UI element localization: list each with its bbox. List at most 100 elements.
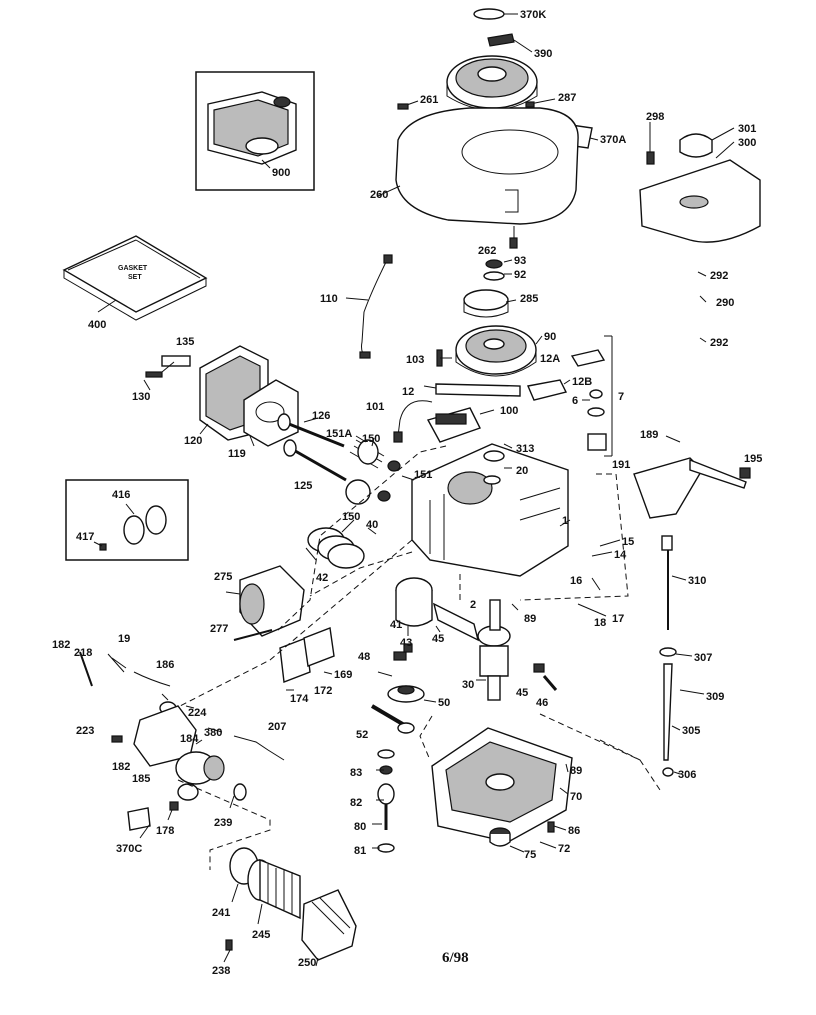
- callout-292-top: 292: [710, 270, 728, 282]
- callout-75: 75: [524, 849, 536, 861]
- callout-416: 416: [112, 489, 130, 501]
- callout-89-upper: 89: [524, 613, 536, 625]
- gasket-label-line2: SET: [128, 274, 142, 281]
- callout-18: 18: [594, 617, 606, 629]
- engine-thumbnail-box: [195, 71, 315, 191]
- callout-120: 120: [184, 435, 202, 447]
- callout-89-lower: 89: [570, 765, 582, 777]
- 245-air-filter: [247, 858, 301, 920]
- callout-182-top: 182: [52, 639, 70, 651]
- callout-185: 185: [132, 773, 150, 785]
- callout-370k: 370K: [520, 9, 546, 21]
- callout-290: 290: [716, 297, 734, 309]
- callout-125: 125: [294, 480, 312, 492]
- callout-189: 189: [640, 429, 658, 441]
- callout-298: 298: [646, 111, 664, 123]
- callout-305: 305: [682, 725, 700, 737]
- callout-92: 92: [514, 269, 526, 281]
- callout-135: 135: [176, 336, 194, 348]
- callout-277: 277: [210, 623, 228, 635]
- callout-390: 390: [534, 48, 552, 60]
- callout-50: 50: [438, 697, 450, 709]
- 261-screw: [397, 103, 409, 110]
- callout-30: 30: [462, 679, 474, 691]
- callout-83: 83: [350, 767, 362, 779]
- callout-43: 43: [400, 637, 412, 649]
- callout-223: 223: [76, 725, 94, 737]
- callout-261: 261: [420, 94, 438, 106]
- callout-6: 6: [572, 395, 578, 407]
- 285-starter-cup: [463, 289, 509, 318]
- callout-245: 245: [252, 929, 270, 941]
- 301-fuel-cap: [679, 133, 713, 158]
- callout-313: 313: [516, 443, 534, 455]
- 260-blower-housing: [395, 107, 579, 225]
- 390-starter-handle: [487, 33, 515, 47]
- 370k-cap: [473, 8, 505, 20]
- callout-224: 224: [188, 707, 207, 719]
- 50-governor-gear: [387, 685, 425, 703]
- callout-70: 70: [570, 791, 582, 803]
- callout-103: 103: [406, 354, 424, 366]
- callout-7: 7: [618, 391, 624, 403]
- callout-151: 151: [414, 469, 432, 481]
- callout-42: 42: [316, 572, 328, 584]
- callout-207: 207: [268, 721, 286, 733]
- callout-130: 130: [132, 391, 150, 403]
- leader-lines: [93, 271, 707, 967]
- 12a-breather-elbow: [570, 349, 606, 367]
- callout-41: 41: [390, 619, 402, 631]
- callout-14: 14: [614, 549, 627, 561]
- callout-151a: 151A: [326, 428, 352, 440]
- callout-260: 260: [370, 189, 388, 201]
- callout-80: 80: [354, 821, 366, 833]
- callout-48: 48: [358, 651, 370, 663]
- callout-119: 119: [228, 448, 246, 460]
- callout-195: 195: [744, 453, 762, 465]
- callout-90: 90: [544, 331, 556, 343]
- 191-governor-bracket: [633, 457, 747, 519]
- callout-46: 46: [536, 697, 548, 709]
- 275-muffler: [239, 565, 305, 637]
- callout-82: 82: [350, 797, 362, 809]
- callout-72: 72: [558, 843, 570, 855]
- callout-12a: 12A: [540, 353, 560, 365]
- callout-150-lower: 150: [342, 511, 360, 523]
- 1-engine-block: [411, 443, 569, 577]
- callout-370a: 370A: [600, 134, 626, 146]
- callout-218: 218: [74, 647, 92, 659]
- callout-310: 310: [688, 575, 706, 587]
- callout-15: 15: [622, 536, 634, 548]
- callout-86: 86: [568, 825, 580, 837]
- callout-110: 110: [320, 293, 338, 305]
- valve-keys-box: [65, 479, 189, 561]
- callout-52: 52: [356, 729, 368, 741]
- callout-20: 20: [516, 465, 528, 477]
- callout-300: 300: [738, 137, 756, 149]
- callout-172: 172: [314, 685, 332, 697]
- callout-101: 101: [366, 401, 384, 413]
- 90-flywheel: [455, 325, 537, 377]
- callout-380: 380: [204, 727, 222, 739]
- callout-400: 400: [88, 319, 106, 331]
- callout-239: 239: [214, 817, 232, 829]
- callout-309: 309: [706, 691, 724, 703]
- valve-spring-upper: [349, 439, 385, 469]
- callout-306: 306: [678, 769, 696, 781]
- callout-labels: 370K 390 261 287 370A 298 301 300 900 26…: [52, 9, 762, 977]
- diagram-revision-code: 6/98: [442, 950, 469, 966]
- callout-370c: 370C: [116, 843, 142, 855]
- 400-gasket-set: [62, 235, 208, 321]
- callout-250: 250: [298, 957, 316, 969]
- callout-1: 1: [562, 515, 568, 527]
- 42-piston-rings: [307, 527, 365, 569]
- callout-16: 16: [570, 575, 582, 587]
- callout-307: 307: [694, 652, 712, 664]
- callout-81: 81: [354, 845, 366, 857]
- callout-12: 12: [402, 386, 414, 398]
- 305-dipstick-tube: [663, 663, 673, 761]
- callout-238: 238: [212, 965, 230, 977]
- callout-93: 93: [514, 255, 526, 267]
- 70-crankcase-cover: [431, 727, 573, 843]
- recoil-starter-assembly: [446, 55, 538, 111]
